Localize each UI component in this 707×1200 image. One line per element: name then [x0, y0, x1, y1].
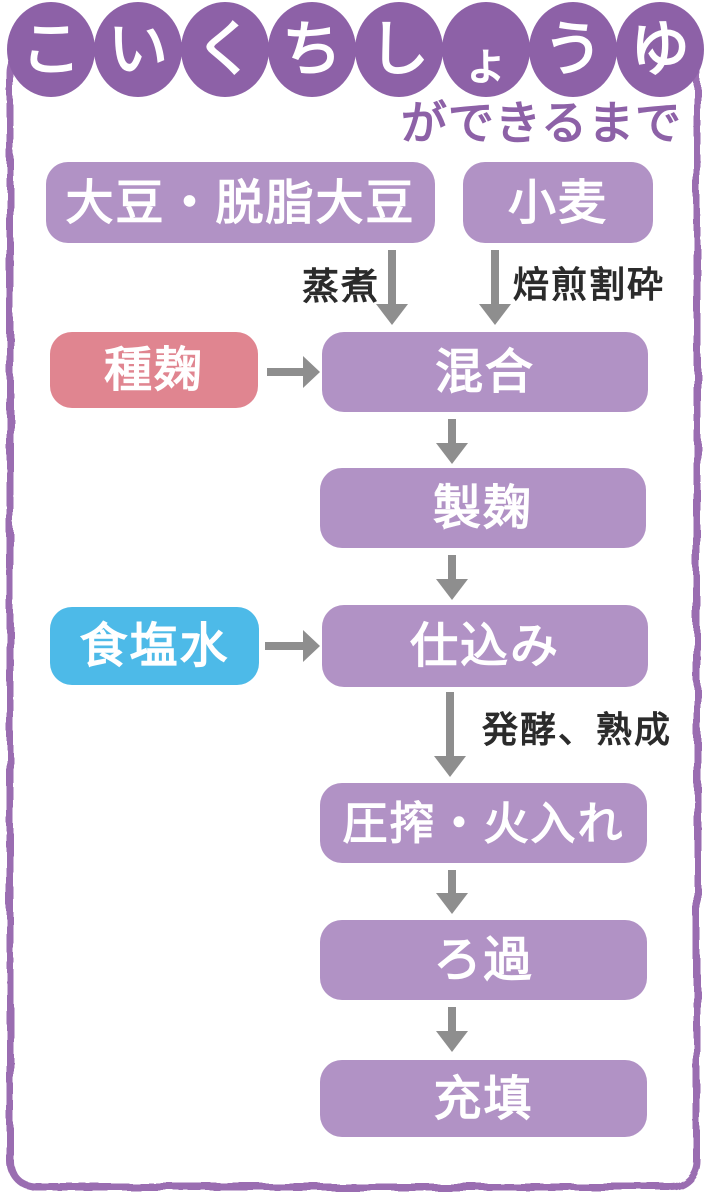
- arrow-shaft: [448, 419, 456, 445]
- arrow-salt-water-to-preparation: [265, 630, 320, 662]
- title-char-circle: く: [181, 2, 269, 97]
- arrow-head: [479, 304, 511, 325]
- arrow-shaft: [448, 1007, 456, 1033]
- title-char-circle: ょ: [442, 2, 530, 97]
- title-char-circle: し: [355, 2, 443, 97]
- arrow-shaft: [491, 250, 499, 306]
- node-seed-koji: 種麹: [50, 332, 258, 408]
- title-char: う: [543, 14, 603, 85]
- arrow-head: [436, 443, 468, 464]
- arrow-wheat-to-mixing: [479, 250, 511, 325]
- arrow-shaft: [388, 250, 396, 306]
- title-char: ゆ: [630, 14, 690, 85]
- title-char-circle: ち: [268, 2, 356, 97]
- title-char: ち: [282, 14, 342, 85]
- arrow-head: [436, 893, 468, 914]
- node-preparation: 仕込み: [322, 605, 648, 687]
- arrow-shaft: [448, 555, 456, 581]
- arrow-shaft: [265, 642, 305, 650]
- title-char-circle: ゆ: [616, 2, 704, 97]
- node-koji-making: 製麹: [320, 468, 646, 548]
- arrow-head: [303, 356, 320, 388]
- title-char: こ: [21, 14, 81, 85]
- arrow-koji-making-to-preparation: [436, 555, 468, 600]
- arrow-head: [436, 579, 468, 600]
- label-fermentation-aging: 発酵、熟成: [482, 710, 673, 751]
- arrow-shaft: [267, 368, 305, 376]
- title-char-circle: い: [94, 2, 182, 97]
- title-char: い: [108, 14, 168, 85]
- arrow-head: [303, 630, 320, 662]
- node-filling: 充填: [320, 1060, 647, 1137]
- title-char: く: [195, 14, 255, 85]
- arrow-seed-koji-to-mixing: [267, 356, 320, 388]
- arrow-shaft: [448, 870, 456, 895]
- node-mixing: 混合: [322, 332, 648, 412]
- title-char-circle: う: [529, 2, 617, 97]
- arrow-head: [434, 756, 466, 777]
- arrow-head: [436, 1031, 468, 1052]
- subtitle: ができるまで: [400, 96, 682, 150]
- arrow-head: [376, 304, 408, 325]
- node-filtration: ろ過: [320, 920, 647, 1000]
- arrow-soybean-to-mixing: [376, 250, 408, 325]
- label-steaming: 蒸煮: [302, 265, 380, 308]
- label-roasting-crushing: 焙煎割砕: [513, 265, 666, 306]
- title-char-circle: こ: [7, 2, 95, 97]
- arrow-pressing-to-filtration: [436, 870, 468, 914]
- title-char: し: [369, 14, 429, 85]
- node-pressing-pasteurization: 圧搾・火入れ: [320, 783, 647, 863]
- node-soybean: 大豆・脱脂大豆: [46, 162, 435, 243]
- title-char: ょ: [463, 35, 509, 90]
- node-wheat: 小麦: [463, 162, 653, 243]
- arrow-shaft: [446, 692, 454, 758]
- arrow-mixing-to-koji-making: [436, 419, 468, 464]
- arrow-preparation-to-pressing: [434, 692, 466, 777]
- node-salt-water: 食塩水: [50, 607, 259, 685]
- arrow-filtration-to-filling: [436, 1007, 468, 1052]
